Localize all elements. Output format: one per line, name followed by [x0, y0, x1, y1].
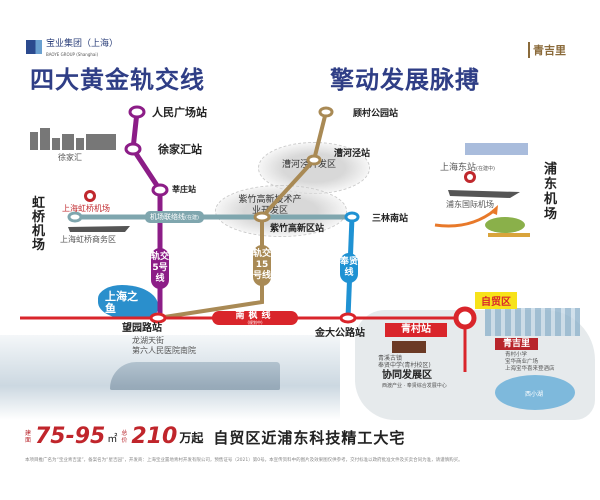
hongqiao-rail-icon	[84, 190, 96, 202]
developer-logo	[26, 40, 42, 54]
resort-logo	[485, 217, 525, 233]
station-label-renmin: 人民广场站	[152, 106, 207, 119]
pudong-airport-label: 浦东国际机场	[446, 200, 494, 209]
station-label-jinda: 金大公路站	[315, 328, 365, 339]
station-xinzhuang	[151, 183, 169, 197]
slogan: 自贸区近浦东科技精工大宅	[213, 428, 406, 447]
page-title-right: 擎动发展脉搏	[330, 66, 480, 94]
station-label-qingcun: 青村站	[385, 323, 447, 337]
station-xujiahui	[124, 142, 142, 156]
pudong-plane	[448, 190, 520, 198]
xietong-label: 协同发展区	[382, 370, 432, 381]
station-label-wangyuan: 望园路站	[122, 323, 162, 334]
project-item-1: 青村小学	[505, 352, 528, 358]
project-logo: 青吉里	[528, 42, 566, 58]
nanfeng-badge: 南枫线 (规划中)	[212, 311, 298, 325]
station-jinda	[339, 312, 357, 324]
shanghai-east-name: 上海东站	[440, 163, 477, 173]
station-qingcun-hub	[453, 306, 477, 330]
hongqiao-business-label: 上海虹桥商务区	[60, 235, 116, 244]
shanghai-east-rail-icon	[464, 171, 476, 183]
station-label-gucun: 顾村公园站	[353, 109, 399, 119]
arrow-head	[490, 205, 498, 215]
station-label-xinzhuang: 莘庄站	[172, 185, 196, 194]
station-hongqiao	[67, 211, 83, 223]
arrow-to-pudong	[434, 208, 496, 228]
qingcun-gate-image	[392, 341, 426, 353]
resort-logo-bar	[488, 233, 530, 237]
ftz-label: 自贸区	[475, 292, 517, 309]
shanghai-east-label: 上海东站(在建中)	[440, 160, 495, 173]
disclaimer: 本项目推广名为“宝业青吉里”，备案名为“星吉园”，开发商：上海宝业置地青村开发有…	[25, 458, 463, 463]
airport-link-badge: 机场联络线(在建)	[145, 211, 204, 223]
station-wangyuan	[149, 312, 167, 324]
station-zizhu	[253, 211, 271, 223]
project-item-3: 上海宝华喜来登酒店	[505, 366, 555, 372]
station-label-zizhu: 紫竹高新区站	[270, 224, 325, 234]
lake-image	[495, 375, 575, 410]
airport-link-label: 机场联络线	[150, 213, 185, 221]
disney-logo	[465, 143, 528, 155]
train-image	[110, 362, 280, 390]
qingcun-item-2: 奉贤中学(青村校区)	[378, 362, 431, 369]
hongqiao-plane	[68, 226, 130, 232]
price-value: 210	[131, 424, 178, 449]
station-label-caohejing: 漕河泾站	[334, 149, 371, 159]
station-gucun	[318, 106, 334, 118]
longhu-label: 龙湖天街	[132, 336, 164, 345]
area-value: 75-95	[35, 424, 106, 449]
project-map-badge: 青吉里	[495, 338, 539, 350]
line15-badge: 轨交15号线	[253, 245, 271, 286]
shanghai-fish-label: 上海之鱼	[105, 290, 138, 315]
station-label-xujiahui: 徐家汇站	[158, 143, 202, 156]
shanghai-east-note: (在建中)	[476, 166, 495, 172]
station-label-sanlinnan: 三林南站	[372, 214, 409, 224]
nanfeng-label: 南枫线	[235, 311, 275, 321]
hospital-label: 第六人民医院南院	[132, 346, 196, 355]
project-item-2: 宝华商业广场	[505, 359, 539, 365]
lake-label: 西小湖	[525, 391, 544, 398]
price-unit: 万起	[179, 430, 204, 445]
xietong-sub: 西渡产业 · 奉贤综合发展中心	[382, 383, 447, 389]
hongqiao-airport-title: 虹桥机场	[32, 196, 46, 253]
pudong-airport-title: 浦东机场	[544, 162, 558, 222]
price-banner: 建面 75-95 ㎡ 总价 210 万起 自贸区近浦东科技精工大宅	[25, 423, 405, 451]
nanfeng-note: (规划中)	[247, 320, 263, 325]
line5-badge: 轨交5号线	[151, 248, 169, 289]
xujiahui-skyline	[30, 128, 116, 150]
station-renmin	[128, 105, 146, 119]
page-title-left: 四大黄金轨交线	[30, 66, 205, 94]
developer-name: 宝业集团（上海）	[46, 39, 119, 49]
airport-link-note: (在建)	[185, 215, 199, 221]
xujiahui-label: 徐家汇	[58, 153, 82, 162]
developer-name-en: BAOYE GROUP (Shanghai)	[46, 52, 99, 57]
ftz-skyline	[485, 308, 580, 336]
qingcun-item-1: 青溪古镇	[378, 355, 403, 362]
station-caohejing	[306, 154, 322, 166]
fengxian-badge: 奉贤线	[340, 253, 358, 283]
hongqiao-airport-label: 上海虹桥机场	[62, 204, 110, 213]
shanghai-fish-lake	[98, 285, 158, 319]
price-label: 总价	[121, 430, 128, 444]
station-sanlinnan	[344, 211, 360, 223]
area-unit: ㎡	[107, 433, 118, 445]
area-label: 建面	[25, 430, 32, 444]
